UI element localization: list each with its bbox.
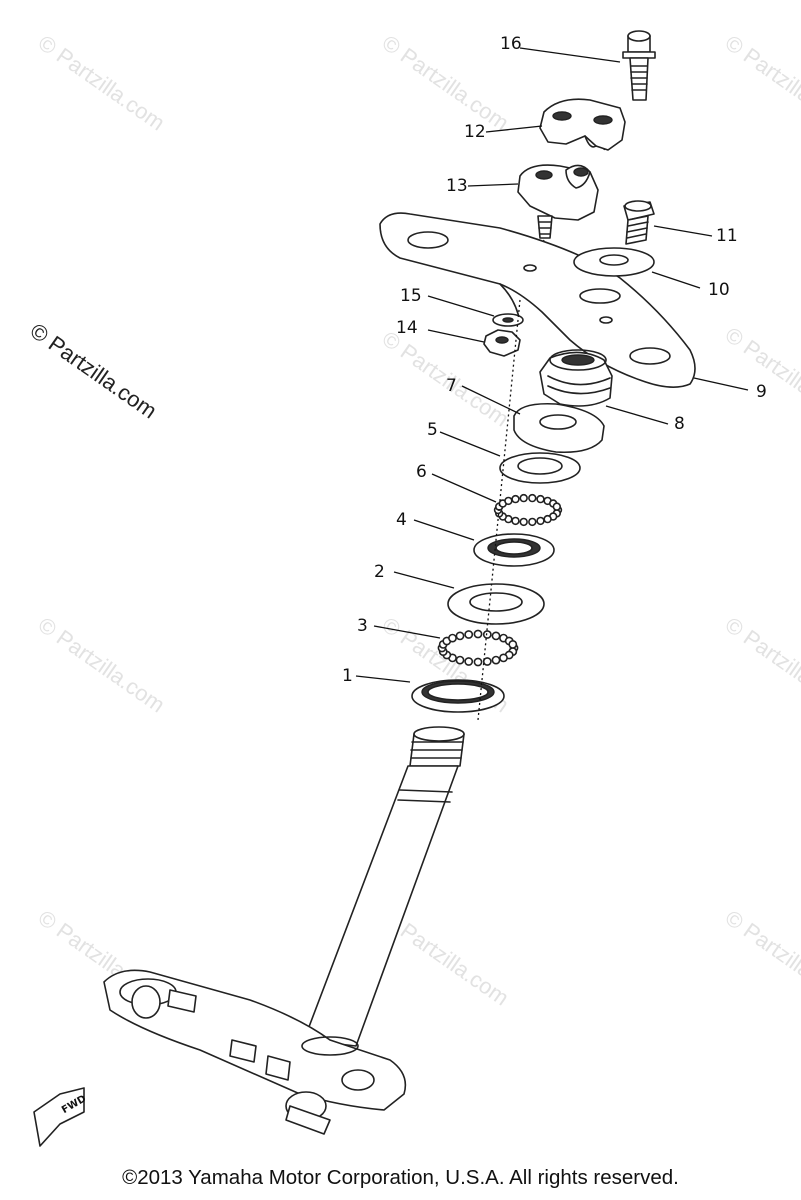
- part-1-seal: [411, 679, 505, 713]
- bearing-ball: [491, 655, 501, 665]
- part-13-lower-holder: [517, 164, 599, 263]
- part-6-ball-bearings: [493, 493, 563, 527]
- bearing-ball: [536, 494, 545, 504]
- bearing-ball: [519, 493, 528, 503]
- callout-7: 7: [446, 376, 457, 396]
- steering-stem: [103, 726, 465, 1135]
- part-2-race: [447, 583, 545, 625]
- bearing-ball: [473, 657, 483, 667]
- bearing-ball: [482, 630, 492, 639]
- part-7-cover: [513, 402, 605, 454]
- bearing-ball: [448, 633, 457, 643]
- copyright-notice: ©2013 Yamaha Motor Corporation, U.S.A. A…: [122, 1166, 679, 1189]
- part-12-upper-holder: [539, 98, 626, 151]
- callout-15: 15: [400, 286, 422, 306]
- part-8-ring-nut: [539, 349, 613, 407]
- callout-1: 1: [342, 666, 353, 686]
- bearing-ball: [528, 493, 537, 503]
- callout-13: 13: [446, 176, 468, 196]
- bearing-ball: [464, 657, 474, 666]
- bearing-ball: [504, 496, 513, 506]
- callout-6: 6: [416, 462, 427, 482]
- part-5-race: [499, 452, 581, 484]
- bearing-ball: [482, 657, 492, 666]
- callout-9: 9: [756, 382, 767, 402]
- callout-12: 12: [464, 122, 486, 142]
- part-9-upper-bracket: [379, 212, 696, 388]
- callout-4: 4: [396, 510, 407, 530]
- bearing-ball: [511, 494, 520, 504]
- part-3-ball-bearings: [437, 629, 519, 667]
- part-15-washer: [492, 313, 524, 327]
- bearing-ball: [455, 655, 465, 665]
- callout-16: 16: [500, 34, 522, 54]
- bearing-ball: [464, 630, 474, 639]
- callout-5: 5: [427, 420, 438, 440]
- part-11-bolt: [623, 200, 655, 245]
- bearing-ball: [543, 514, 552, 524]
- part-10-washer: [573, 247, 655, 277]
- callout-11: 11: [716, 226, 738, 246]
- bearing-ball: [473, 629, 483, 639]
- callout-leaders: [355, 47, 749, 683]
- bearing-ball: [519, 517, 528, 527]
- bearing-ball: [511, 516, 520, 526]
- callout-14: 14: [396, 318, 418, 338]
- bearing-ball: [536, 516, 545, 526]
- bearing-ball: [552, 502, 561, 511]
- bearing-ball: [455, 631, 465, 641]
- part-14-nut: [483, 329, 521, 357]
- callout-2: 2: [374, 562, 385, 582]
- part-4-race: [473, 533, 555, 567]
- callout-8: 8: [674, 414, 685, 434]
- callout-3: 3: [357, 616, 368, 636]
- bearing-ball: [508, 640, 518, 649]
- bearing-ball: [491, 631, 501, 641]
- callout-10: 10: [708, 280, 730, 300]
- bearing-ball: [499, 653, 508, 663]
- bearing-ball: [528, 517, 537, 527]
- fwd-arrow-icon: FWD: [33, 1087, 88, 1147]
